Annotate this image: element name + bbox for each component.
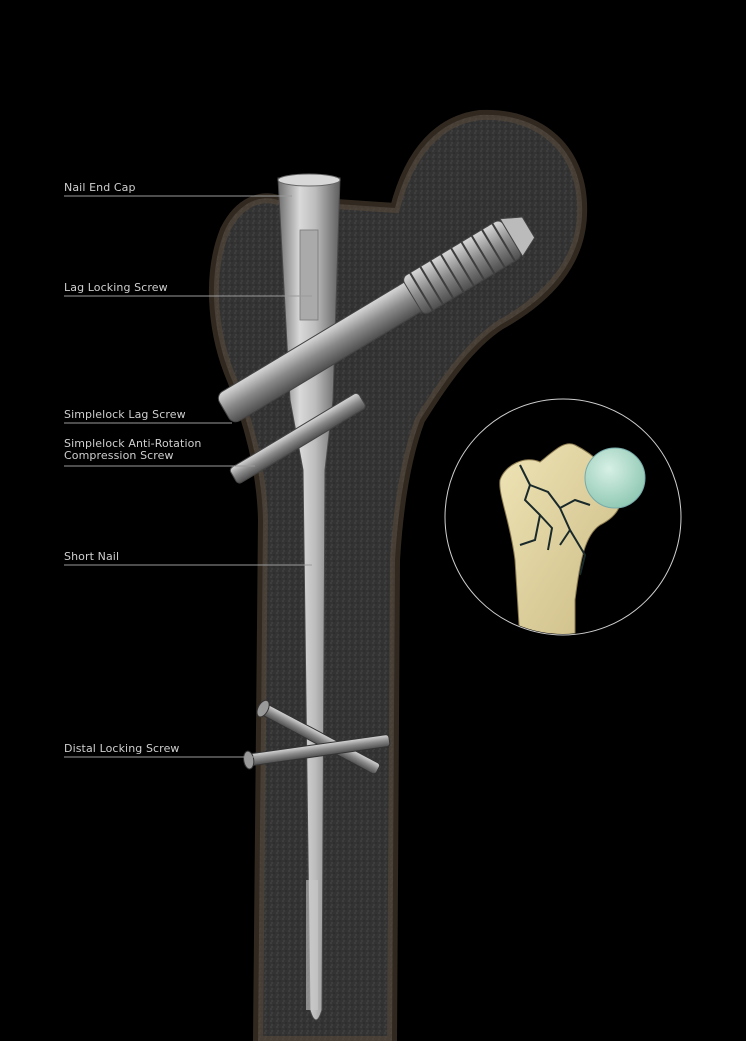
label-distal-locking-screw: Distal Locking Screw xyxy=(64,743,180,755)
label-anti-rotation-screw: Simplelock Anti-Rotation Compression Scr… xyxy=(64,438,202,462)
label-anti-rotation-line2: Compression Screw xyxy=(64,450,202,462)
fracture-inset xyxy=(445,399,681,640)
label-nail-end-cap: Nail End Cap xyxy=(64,182,136,194)
label-simplelock-lag-screw: Simplelock Lag Screw xyxy=(64,409,186,421)
label-lag-locking-screw: Lag Locking Screw xyxy=(64,282,168,294)
inset-femoral-head xyxy=(585,448,645,508)
label-short-nail: Short Nail xyxy=(64,551,119,563)
